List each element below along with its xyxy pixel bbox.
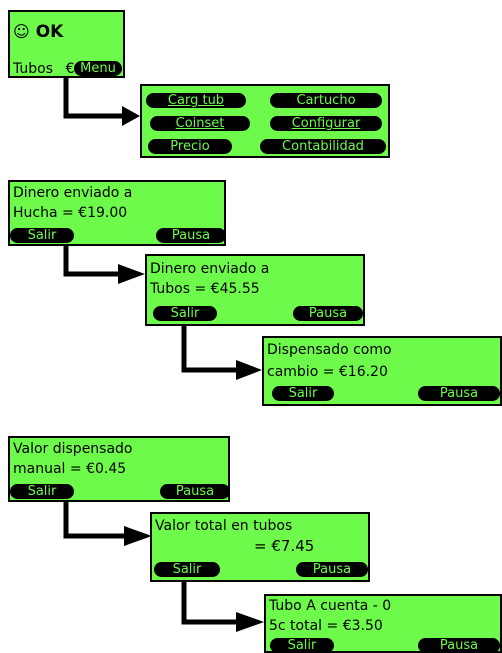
menu-item-cartucho[interactable]: Cartucho: [270, 93, 382, 108]
main-menu-screen: Carg tub Cartucho Coinset Configurar Pre…: [140, 84, 390, 158]
arrow-manual-to-total: [63, 500, 134, 539]
screen-cambio: Dispensado como cambio = €16.20 Salir Pa…: [262, 336, 502, 406]
arrow-tubos-to-cambio: [181, 326, 248, 373]
salir-button[interactable]: Salir: [10, 228, 74, 243]
salir-button[interactable]: Salir: [272, 386, 334, 401]
screen-line-1: Dinero enviado a: [13, 185, 133, 201]
arrowhead: [124, 526, 152, 546]
arrow-status-to-menu: [63, 74, 136, 119]
salir-button[interactable]: Salir: [154, 562, 220, 577]
arrowhead: [236, 360, 262, 380]
pausa-button[interactable]: Pausa: [296, 562, 368, 577]
menu-item-precio[interactable]: Precio: [148, 139, 232, 154]
arrowhead: [122, 106, 140, 126]
screen-line-2: Hucha = €19.00: [13, 205, 128, 221]
menu-item-contabilidad[interactable]: Contabilidad: [260, 139, 386, 154]
screen-line-2: cambio = €16.20: [267, 364, 388, 380]
salir-button[interactable]: Salir: [270, 638, 334, 653]
arrowhead: [118, 264, 145, 284]
menu-item-configurar[interactable]: Configurar: [270, 116, 382, 131]
arrowhead: [236, 612, 264, 632]
screen-tubo-a: Tubo A cuenta - 0 5c total = €3.50 Salir…: [264, 594, 502, 653]
pausa-button[interactable]: Pausa: [156, 228, 226, 243]
screen-line-1: Valor dispensado: [13, 441, 133, 457]
salir-button[interactable]: Salir: [10, 484, 74, 499]
menu-button[interactable]: Menu: [74, 61, 122, 76]
pausa-button[interactable]: Pausa: [418, 386, 500, 401]
screen-line-1: Dispensado como: [267, 342, 392, 358]
screen-line-2: = €7.45: [254, 537, 315, 555]
tubes-label: Tubos: [13, 61, 54, 77]
status-screen: ☺OK Tubos €6.58 Menu: [8, 10, 125, 78]
screen-line-1: Dinero enviado a: [150, 261, 270, 277]
pausa-button[interactable]: Pausa: [293, 306, 363, 321]
status-text: OK: [35, 22, 64, 42]
screen-line-1: Valor total en tubos: [155, 518, 293, 534]
screen-line-2: manual = €0.45: [13, 461, 127, 477]
screen-tubos: Dinero enviado a Tubos = €45.55 Salir Pa…: [145, 254, 365, 326]
status-line: ☺ OK: [13, 22, 63, 42]
screen-line-2: Tubos = €45.55: [150, 281, 260, 297]
screen-line-2: 5c total = €3.50: [269, 618, 383, 634]
arrow-hucha-to-tubos: [63, 246, 130, 277]
menu-item-carg-tub[interactable]: Carg tub: [146, 93, 246, 108]
smiley-icon: ☺: [13, 22, 30, 41]
pausa-button[interactable]: Pausa: [418, 638, 500, 653]
screen-total-tubos: Valor total en tubos = €7.45 Salir Pausa: [150, 512, 370, 582]
pausa-button[interactable]: Pausa: [160, 484, 230, 499]
screen-hucha: Dinero enviado a Hucha = €19.00 Salir Pa…: [8, 180, 226, 246]
screen-line-1: Tubo A cuenta - 0: [269, 598, 392, 614]
screen-manual: Valor dispensado manual = €0.45 Salir Pa…: [8, 436, 230, 502]
menu-item-coinset[interactable]: Coinset: [150, 116, 250, 131]
salir-button[interactable]: Salir: [153, 306, 217, 321]
arrow-total-to-tuboa: [181, 582, 248, 625]
